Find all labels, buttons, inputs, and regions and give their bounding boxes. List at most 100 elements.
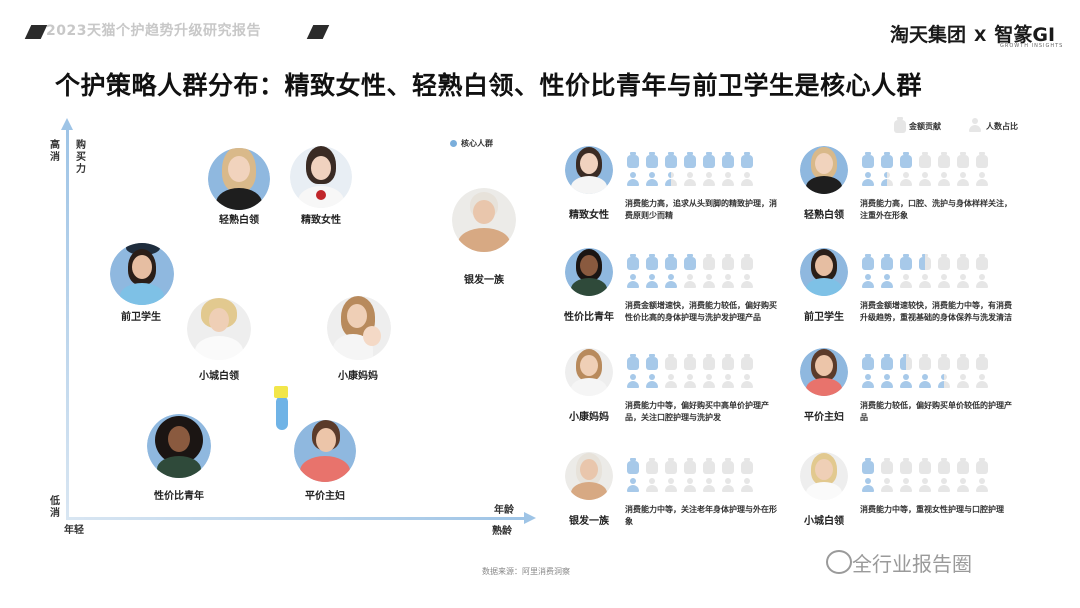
persona-label: 性价比青年: [154, 491, 204, 502]
amount-bottle-icon: [974, 152, 990, 168]
people-person-icon: [898, 274, 914, 288]
amount-bottle-icon: [974, 458, 990, 474]
amount-bottle-icon: [682, 458, 698, 474]
people-person-icon: [860, 374, 876, 388]
people-person-icon: [974, 172, 990, 186]
core-legend-label: 核心人群: [461, 139, 493, 148]
people-person-icon: [625, 478, 641, 492]
amount-bottle-icon: [644, 254, 660, 270]
people-icons: [860, 172, 990, 186]
people-person-icon: [898, 374, 914, 388]
y-axis-title: 购买力: [76, 140, 86, 175]
amount-bottle-icon: [898, 152, 914, 168]
x-axis: [66, 517, 524, 520]
amount-bottle-icon: [701, 254, 717, 270]
header-bar-left: [24, 25, 48, 39]
people-person-icon: [644, 478, 660, 492]
people-person-icon: [720, 274, 736, 288]
people-person-icon: [974, 478, 990, 492]
people-person-icon: [936, 274, 952, 288]
amount-bottle-icon: [917, 354, 933, 370]
amount-bottle-icon: [860, 354, 876, 370]
amount-icons: [860, 152, 990, 168]
amount-bottle-icon: [955, 254, 971, 270]
card-description: 消费能力中等，重视女性护理与口腔护理: [860, 505, 1004, 514]
people-person-icon: [955, 274, 971, 288]
card-description: 消费金额增速较快，消费能力中等，有消费升级趋势，重视基础的身体保养与洗发清洁: [860, 301, 1012, 322]
amount-bottle-icon: [860, 458, 876, 474]
people-legend-icon: [967, 118, 983, 132]
card-avatar: [800, 248, 848, 296]
people-person-icon: [879, 274, 895, 288]
page-title: 个护策略人群分布：精致女性、轻熟白领、性价比青年与前卫学生是核心人群: [55, 71, 923, 100]
people-person-icon: [739, 478, 755, 492]
amount-bottle-icon: [879, 152, 895, 168]
header-bar-right: [306, 25, 330, 39]
amount-icons: [860, 354, 990, 370]
amount-bottle-icon: [898, 458, 914, 474]
brand-x: X: [974, 26, 987, 45]
amount-bottle-icon: [917, 458, 933, 474]
card-name: 前卫学生: [804, 312, 844, 323]
amount-bottle-icon: [879, 254, 895, 270]
persona-label: 银发一族: [464, 275, 504, 286]
amount-bottle-icon: [917, 254, 933, 270]
amount-bottle-icon: [860, 152, 876, 168]
amount-bottle-icon: [739, 354, 755, 370]
people-person-icon: [917, 478, 933, 492]
people-person-icon: [625, 374, 641, 388]
card-name: 轻熟白领: [804, 210, 844, 221]
people-person-icon: [917, 374, 933, 388]
people-person-icon: [720, 374, 736, 388]
card-avatar: [565, 146, 613, 194]
people-icons: [625, 374, 755, 388]
people-person-icon: [682, 172, 698, 186]
people-person-icon: [917, 274, 933, 288]
x-axis-title: 年龄: [494, 505, 514, 516]
amount-bottle-icon: [663, 254, 679, 270]
people-person-icon: [898, 478, 914, 492]
people-person-icon: [936, 374, 952, 388]
people-person-icon: [701, 172, 717, 186]
people-person-icon: [955, 374, 971, 388]
y-axis-high: 高消: [50, 140, 60, 163]
people-person-icon: [955, 478, 971, 492]
people-person-icon: [682, 274, 698, 288]
people-person-icon: [625, 274, 641, 288]
people-person-icon: [644, 274, 660, 288]
persona-label: 前卫学生: [121, 312, 161, 323]
data-source: 数据来源：阿里消费洞察: [482, 567, 570, 576]
cleaning-sponge: [274, 386, 288, 398]
people-icons: [860, 274, 990, 288]
card-name: 精致女性: [569, 210, 609, 221]
amount-bottle-icon: [898, 254, 914, 270]
amount-bottle-icon: [625, 458, 641, 474]
card-description: 消费金额增速快，消费能力较低，偏好购买性价比高的身体护理与洗护发护理产品: [625, 301, 777, 322]
x-axis-low: 年轻: [64, 525, 84, 536]
partner-subtitle: GROWTH INSIGHTS: [1000, 43, 1064, 49]
people-person-icon: [879, 478, 895, 492]
amount-bottle-icon: [936, 254, 952, 270]
amount-bottle-icon: [625, 354, 641, 370]
card-avatar: [565, 348, 613, 396]
amount-bottle-icon: [974, 254, 990, 270]
amount-bottle-icon: [701, 354, 717, 370]
cleaning-glove: [276, 396, 288, 430]
amount-bottle-icon: [739, 152, 755, 168]
amount-bottle-icon: [955, 152, 971, 168]
people-person-icon: [644, 374, 660, 388]
amount-bottle-icon: [955, 458, 971, 474]
people-person-icon: [955, 172, 971, 186]
people-person-icon: [739, 274, 755, 288]
people-person-icon: [720, 478, 736, 492]
card-name: 性价比青年: [564, 312, 614, 323]
x-axis-arrow: [524, 512, 536, 524]
people-person-icon: [644, 172, 660, 186]
people-icons: [625, 172, 755, 186]
avatar-xiaokang-mama: [327, 296, 391, 360]
amount-legend-label: 金额贡献: [909, 122, 941, 131]
amount-bottle-icon: [720, 354, 736, 370]
people-person-icon: [739, 374, 755, 388]
amount-bottle-icon: [701, 458, 717, 474]
